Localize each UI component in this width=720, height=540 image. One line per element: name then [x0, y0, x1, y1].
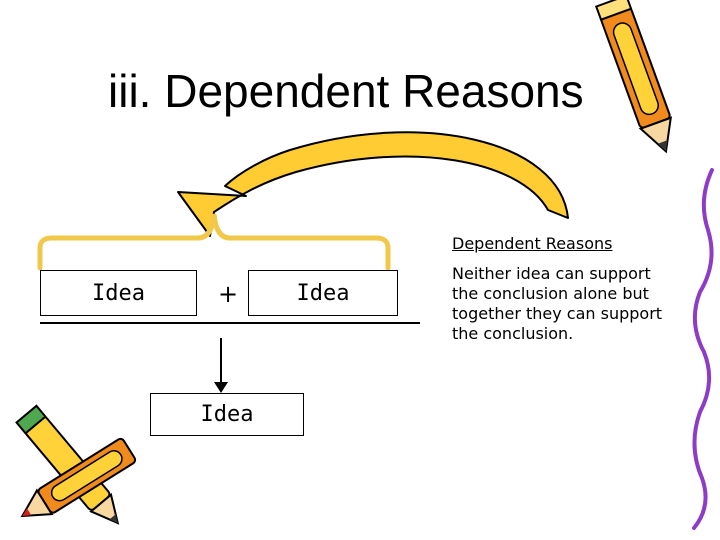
explanation-body: Neither idea can support the conclusion …: [452, 264, 663, 343]
pencil-icon: [594, 0, 672, 154]
idea-box-bottom: Idea: [150, 393, 304, 436]
curved-arrow-icon: [177, 131, 569, 237]
down-arrow: [214, 338, 228, 393]
pencils-icon: [15, 404, 137, 525]
bracket-shape: [37, 213, 391, 271]
idea-label-left: Idea: [92, 280, 145, 306]
idea-box-left: Idea: [40, 270, 197, 316]
idea-label-bottom: Idea: [200, 402, 254, 427]
explanation-heading: Dependent Reasons: [452, 234, 613, 253]
idea-label-right: Idea: [296, 280, 350, 306]
wavy-line: [692, 168, 714, 530]
idea-box-right: Idea: [248, 270, 398, 316]
plus-sign: +: [218, 280, 239, 308]
slide-title: iii. Dependent Reasons: [108, 65, 584, 117]
